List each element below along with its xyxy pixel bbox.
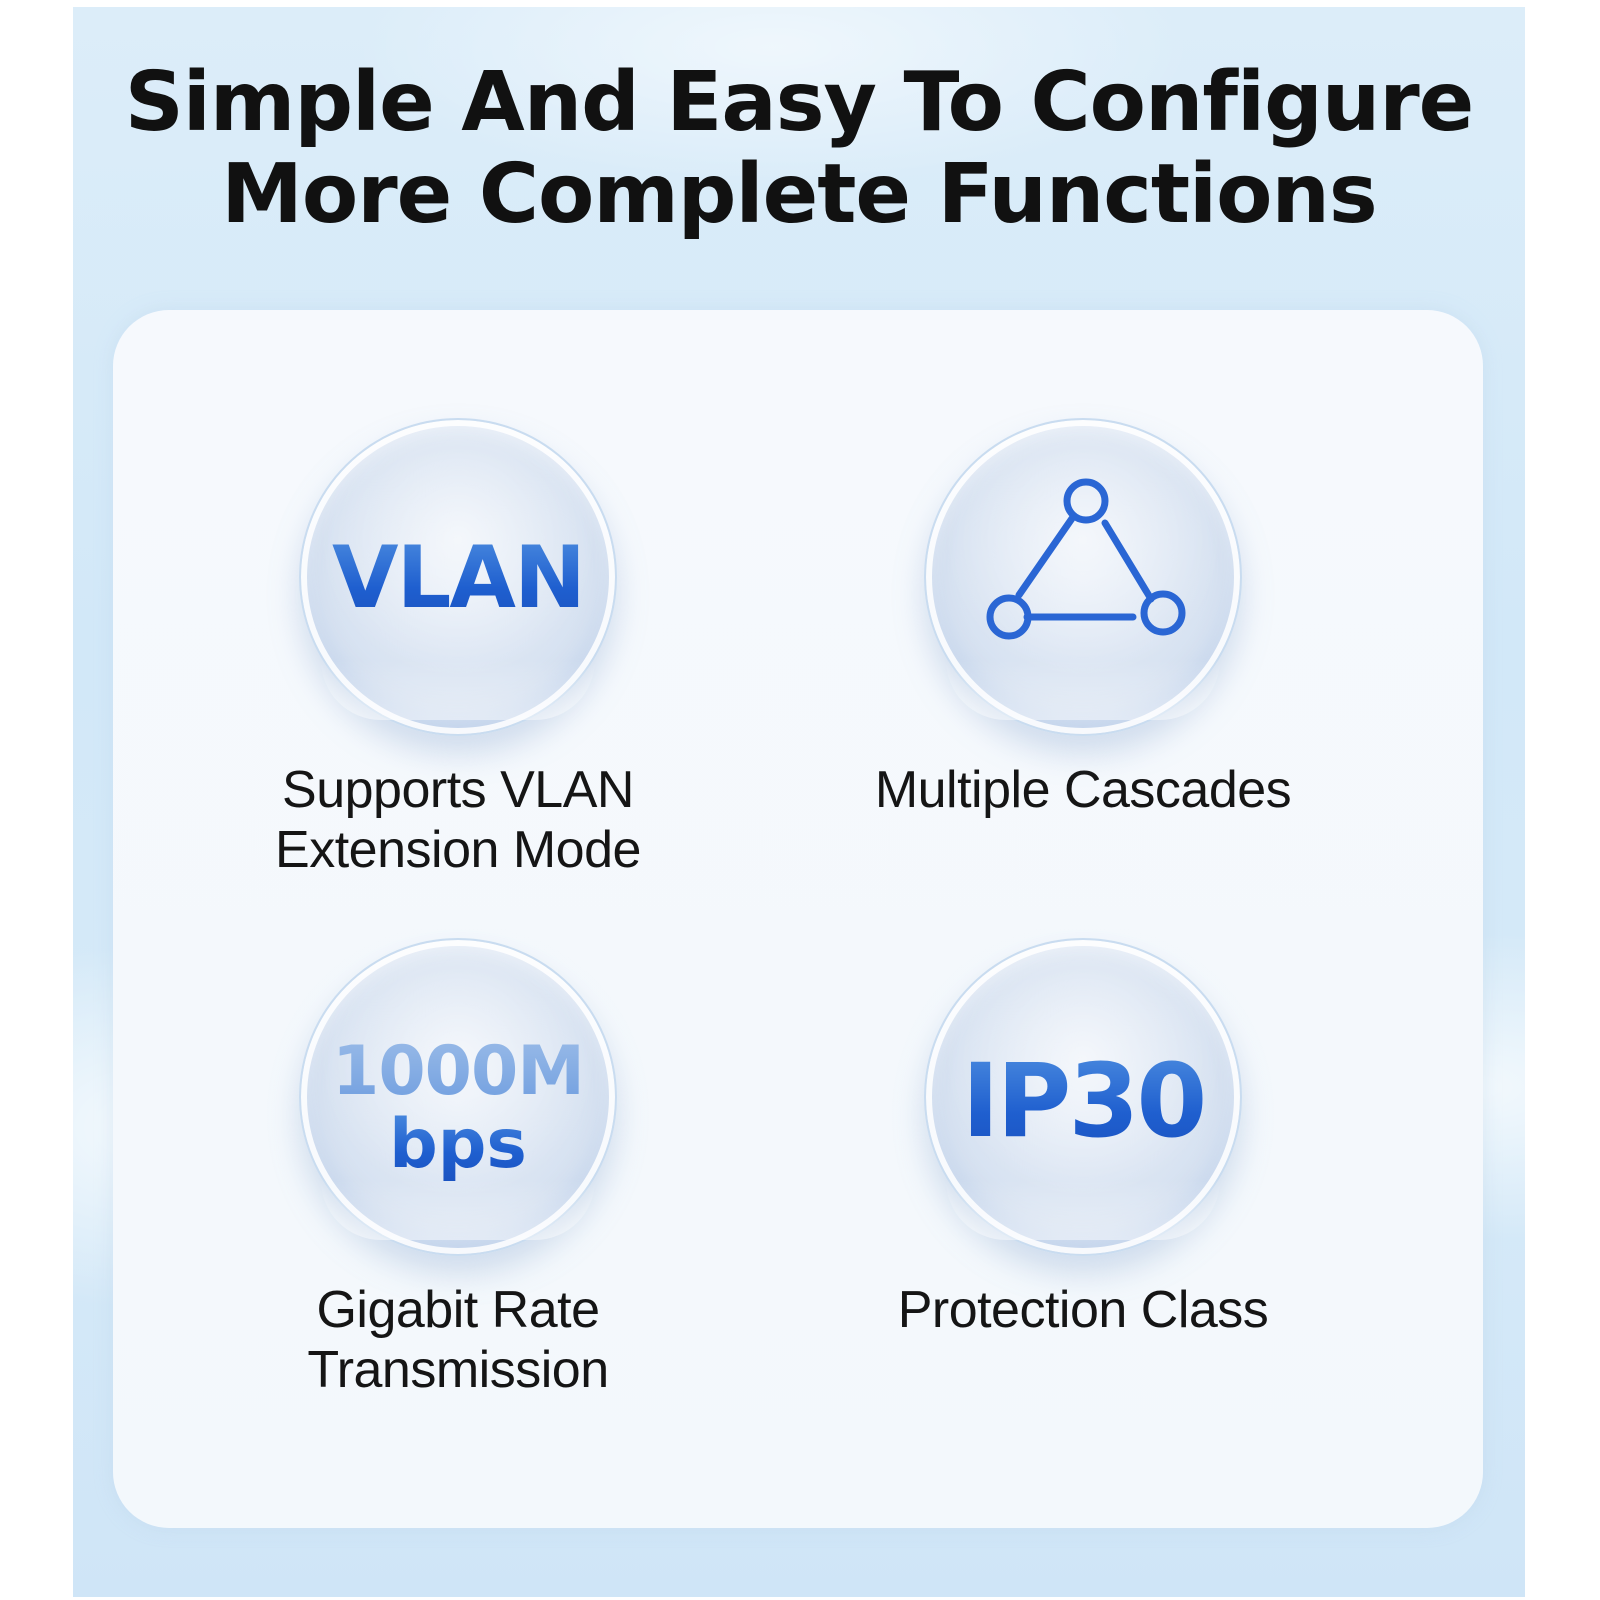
feature-caption: Gigabit Rate Transmission	[138, 1280, 778, 1400]
feature-protection: IP30 Protection Class	[763, 938, 1403, 1340]
poster: Simple And Easy To Configure More Comple…	[73, 7, 1525, 1597]
cascades-badge	[924, 418, 1242, 736]
caption-line-1: Gigabit Rate	[316, 1281, 600, 1339]
caption-line-1: Supports VLAN	[282, 761, 634, 819]
caption-line-1: Multiple Cascades	[874, 761, 1292, 819]
feature-caption: Multiple Cascades	[763, 760, 1403, 820]
caption-line-2: Extension Mode	[275, 821, 641, 879]
network-triangle-icon	[986, 478, 1186, 640]
title-line-1: Simple And Easy To Configure	[124, 55, 1475, 150]
feature-vlan: VLAN Supports VLAN Extension Mode	[138, 418, 778, 880]
speed-badge-value: 1000M	[301, 1032, 615, 1111]
speed-badge-unit: bps	[301, 1105, 615, 1184]
feature-cascades: Multiple Cascades	[763, 418, 1403, 820]
caption-line-2: Transmission	[307, 1341, 609, 1399]
feature-caption: Protection Class	[763, 1280, 1403, 1340]
speed-badge: 1000M bps	[299, 938, 617, 1256]
features-panel: VLAN Supports VLAN Extension Mode	[113, 310, 1483, 1528]
caption-line-1: Protection Class	[897, 1281, 1269, 1339]
feature-gigabit: 1000M bps Gigabit Rate Transmission	[138, 938, 778, 1400]
page-title: Simple And Easy To Configure More Comple…	[73, 57, 1525, 241]
title-line-2: More Complete Functions	[221, 147, 1377, 242]
feature-caption: Supports VLAN Extension Mode	[138, 760, 778, 880]
ip30-badge-text: IP30	[926, 1042, 1240, 1161]
vlan-badge-text: VLAN	[301, 528, 615, 628]
vlan-badge: VLAN	[299, 418, 617, 736]
ip30-badge: IP30	[924, 938, 1242, 1256]
